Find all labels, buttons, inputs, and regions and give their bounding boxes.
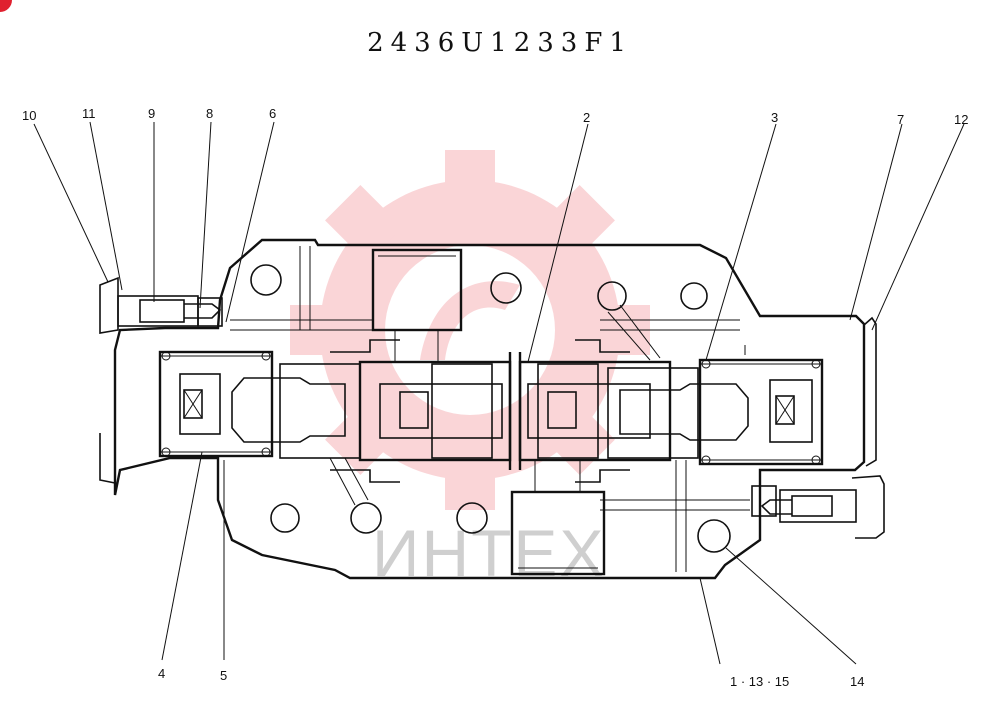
callout-6: 6: [269, 106, 276, 121]
port-holes: [250, 264, 731, 553]
callout-5: 5: [220, 668, 227, 683]
leader-lines: [33, 121, 965, 665]
callout-8: 8: [206, 106, 213, 121]
callout-3: 3: [771, 110, 778, 125]
callout-4: 4: [158, 666, 165, 681]
callout-1-13-15: 1 · 13 · 15: [730, 674, 789, 689]
callout-12: 12: [954, 112, 968, 127]
callout-11: 11: [82, 106, 96, 121]
callout-14: 14: [850, 674, 864, 689]
callout-10: 10: [22, 108, 36, 123]
spool-assembly: [330, 339, 672, 483]
right-check-valve: [751, 485, 857, 523]
callout-7: 7: [897, 112, 904, 127]
right-spring-chamber: [607, 358, 824, 466]
left-spring-chamber: [158, 350, 361, 459]
internal-passages: [230, 246, 750, 572]
pressure-ports: [371, 248, 606, 576]
valve-body: [99, 238, 885, 580]
callout-labels: 10 11 9 8 6 2 3 7 12 4 5 1 · 13 · 15 14: [22, 106, 968, 689]
callout-2: 2: [583, 110, 590, 125]
callout-9: 9: [148, 106, 155, 121]
drawing-title: 2436U1233F1: [367, 28, 633, 58]
left-check-valve: [117, 295, 223, 327]
